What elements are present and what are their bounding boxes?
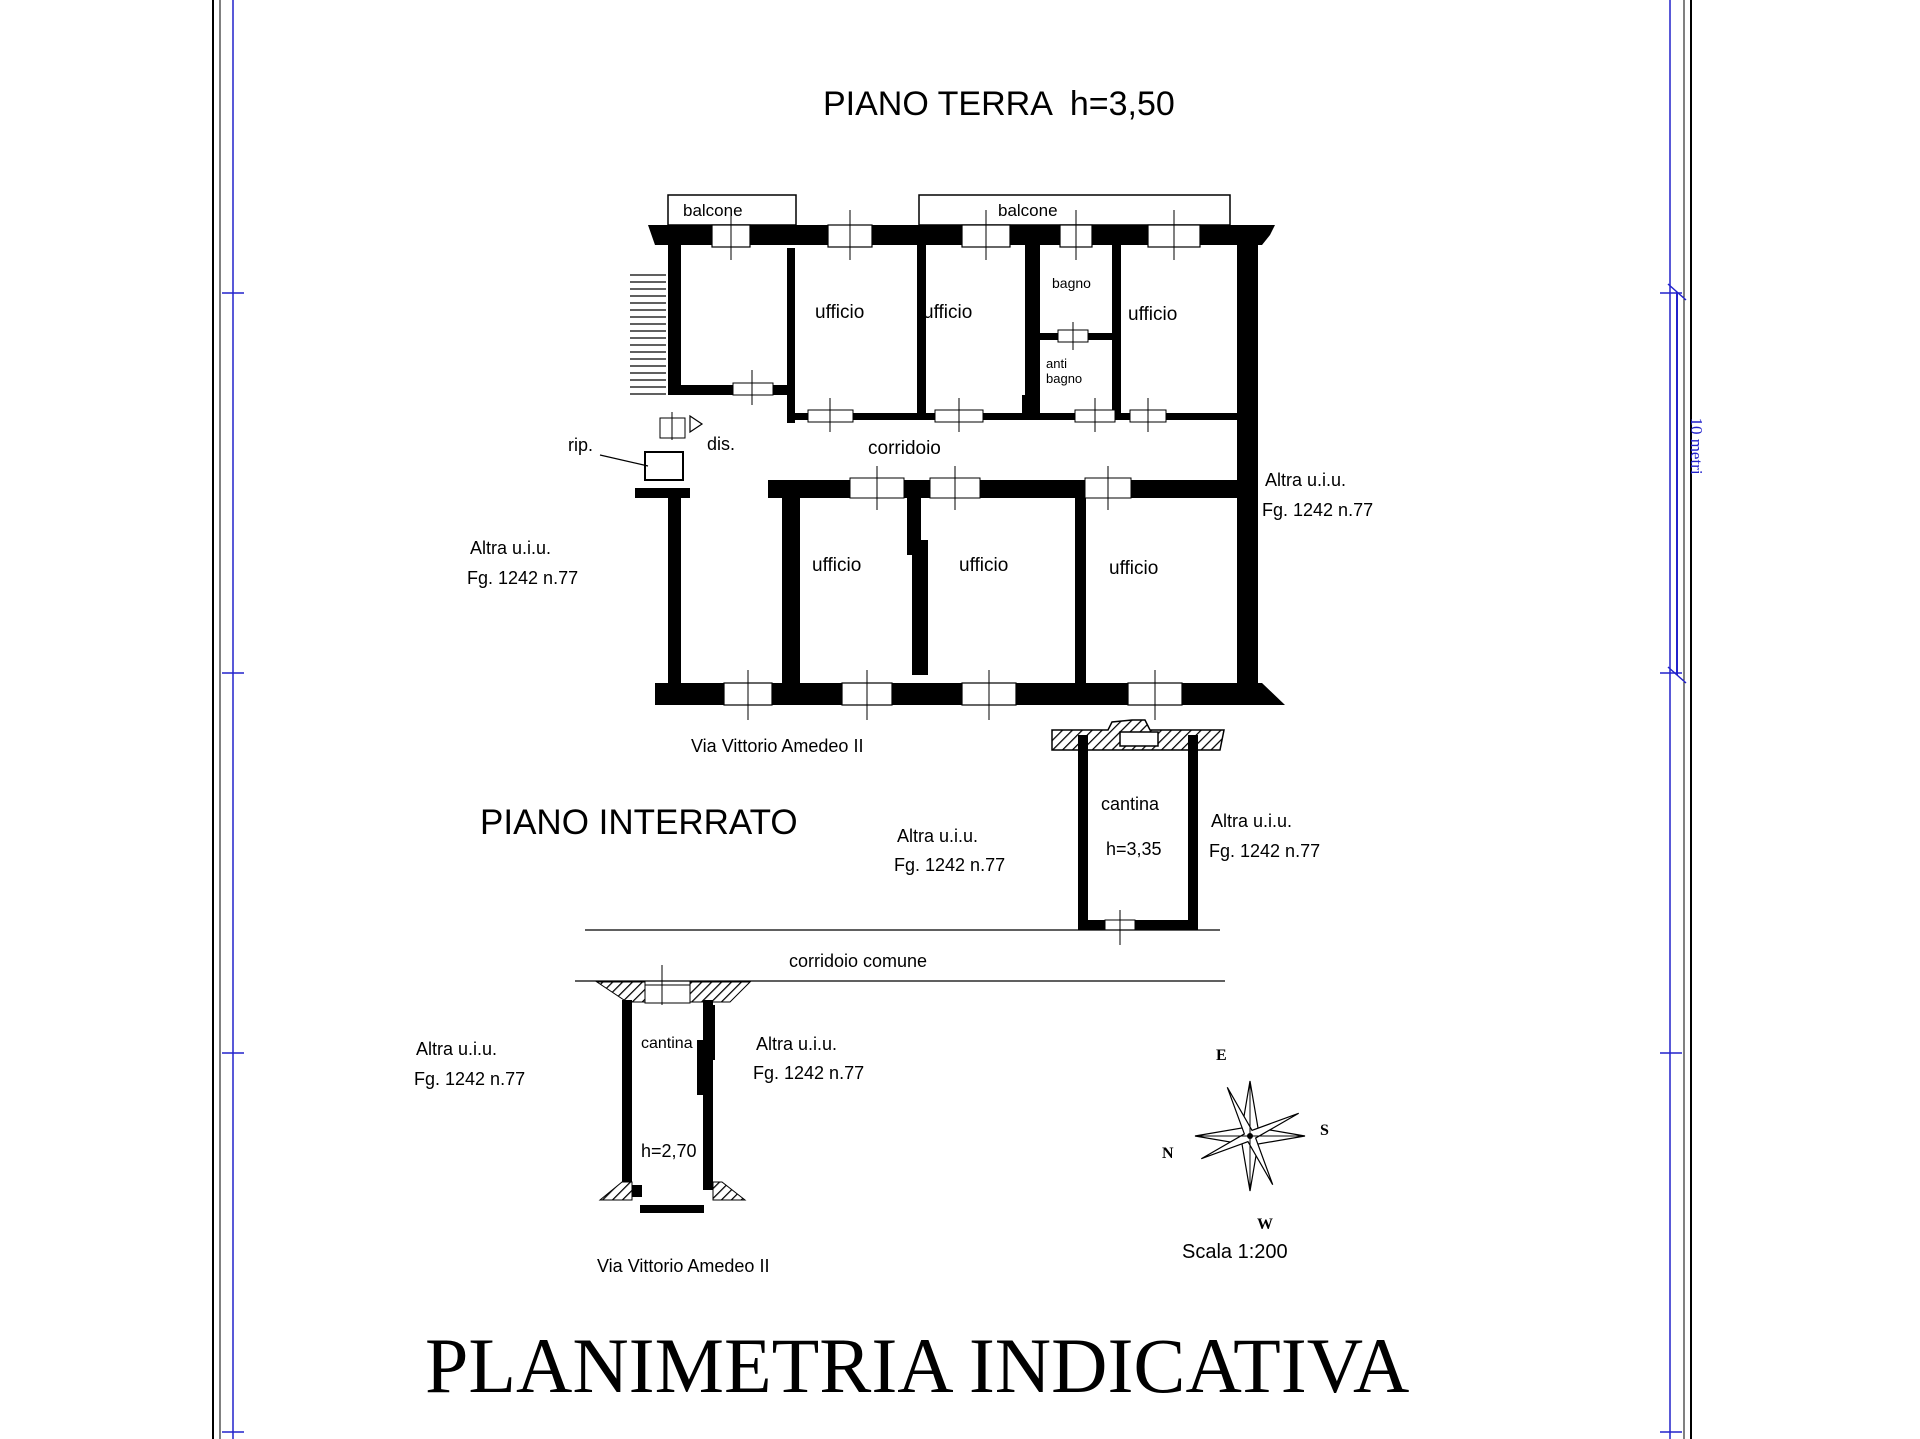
neighbor-cellar-a-line2: Fg. 1242 n.77 <box>1209 841 1320 861</box>
corridor-label: corridoio <box>868 438 941 459</box>
neighbor-mid-line2: Fg. 1242 n.77 <box>894 855 1005 875</box>
antibath-label-2: bagno <box>1046 371 1082 386</box>
stairs <box>630 274 666 395</box>
neighbor-mid-line1: Altra u.i.u. <box>897 826 978 846</box>
office-top-2-label: ufficio <box>923 302 972 323</box>
closet-label: rip. <box>568 435 593 455</box>
exterior-walls <box>635 225 1285 705</box>
scale-label: Scala 1:200 <box>1182 1241 1288 1263</box>
office-bottom-1-label: ufficio <box>812 555 861 576</box>
common-corridor-label: corridoio comune <box>789 951 927 971</box>
scale-bar-label: 10 metri <box>1687 417 1706 474</box>
cellar-a: cantina h=3,35 <box>1051 719 1225 945</box>
neighbor-cellar-b-right-line1: Altra u.i.u. <box>756 1034 837 1054</box>
balcony-left-label: balcone <box>683 201 743 220</box>
balcony-right <box>918 194 1231 226</box>
basement-street-label: Via Vittorio Amedeo II <box>597 1256 769 1276</box>
interior-walls-top <box>680 245 1240 423</box>
neighbor-left-line1: Altra u.i.u. <box>470 538 551 558</box>
scale-bar: 10 metri <box>1667 283 1706 684</box>
neighbor-labels: Altra u.i.u. Fg. 1242 n.77 Altra u.i.u. … <box>414 470 1373 1089</box>
neighbor-left-line2: Fg. 1242 n.77 <box>467 568 578 588</box>
office-bottom-2-label: ufficio <box>959 555 1008 576</box>
office-top-1-label: ufficio <box>815 302 864 323</box>
bathroom-label: bagno <box>1052 275 1091 291</box>
neighbor-right-line2: Fg. 1242 n.77 <box>1262 500 1373 520</box>
main-title: PLANIMETRIA INDICATIVA <box>425 1322 1409 1409</box>
cellar-b: cantina h=2,70 Via Vittorio Amedeo II <box>595 965 769 1276</box>
cellar-b-height: h=2,70 <box>641 1141 697 1161</box>
neighbor-cellar-b-right-line2: Fg. 1242 n.77 <box>753 1063 864 1083</box>
neighbor-cellar-b-left-line1: Altra u.i.u. <box>416 1039 497 1059</box>
hallway-label: dis. <box>707 434 735 454</box>
compass-s: S <box>1320 1122 1329 1139</box>
balcony-right-label: balcone <box>998 201 1058 220</box>
ground-floor-plan: balcone balcone ufficio ufficio ufficio … <box>568 194 1285 756</box>
compass-w: W <box>1257 1216 1273 1233</box>
neighbor-right-line1: Altra u.i.u. <box>1265 470 1346 490</box>
neighbor-cellar-b-left-line2: Fg. 1242 n.77 <box>414 1069 525 1089</box>
office-top-3-label: ufficio <box>1128 304 1177 325</box>
cellar-b-label: cantina <box>641 1035 693 1052</box>
openings <box>659 210 1201 720</box>
closet <box>599 451 684 481</box>
cellar-a-label: cantina <box>1101 794 1160 814</box>
cellar-a-height: h=3,35 <box>1106 839 1162 859</box>
basement-title: PIANO INTERRATO <box>480 803 798 842</box>
compass-n: N <box>1162 1145 1174 1162</box>
compass-rose: E S N W <box>1162 1047 1329 1233</box>
sheet-frame <box>212 0 1692 1439</box>
ground-street-label: Via Vittorio Amedeo II <box>691 736 863 756</box>
neighbor-cellar-a-line1: Altra u.i.u. <box>1211 811 1292 831</box>
antibath-label-1: anti <box>1046 356 1067 371</box>
common-corridor: corridoio comune <box>575 929 1225 982</box>
ground-floor-title: PIANO TERRA h=3,50 <box>823 85 1175 123</box>
compass-e: E <box>1216 1047 1227 1064</box>
interior-walls-bottom <box>768 480 1240 685</box>
office-bottom-3-label: ufficio <box>1109 558 1158 579</box>
